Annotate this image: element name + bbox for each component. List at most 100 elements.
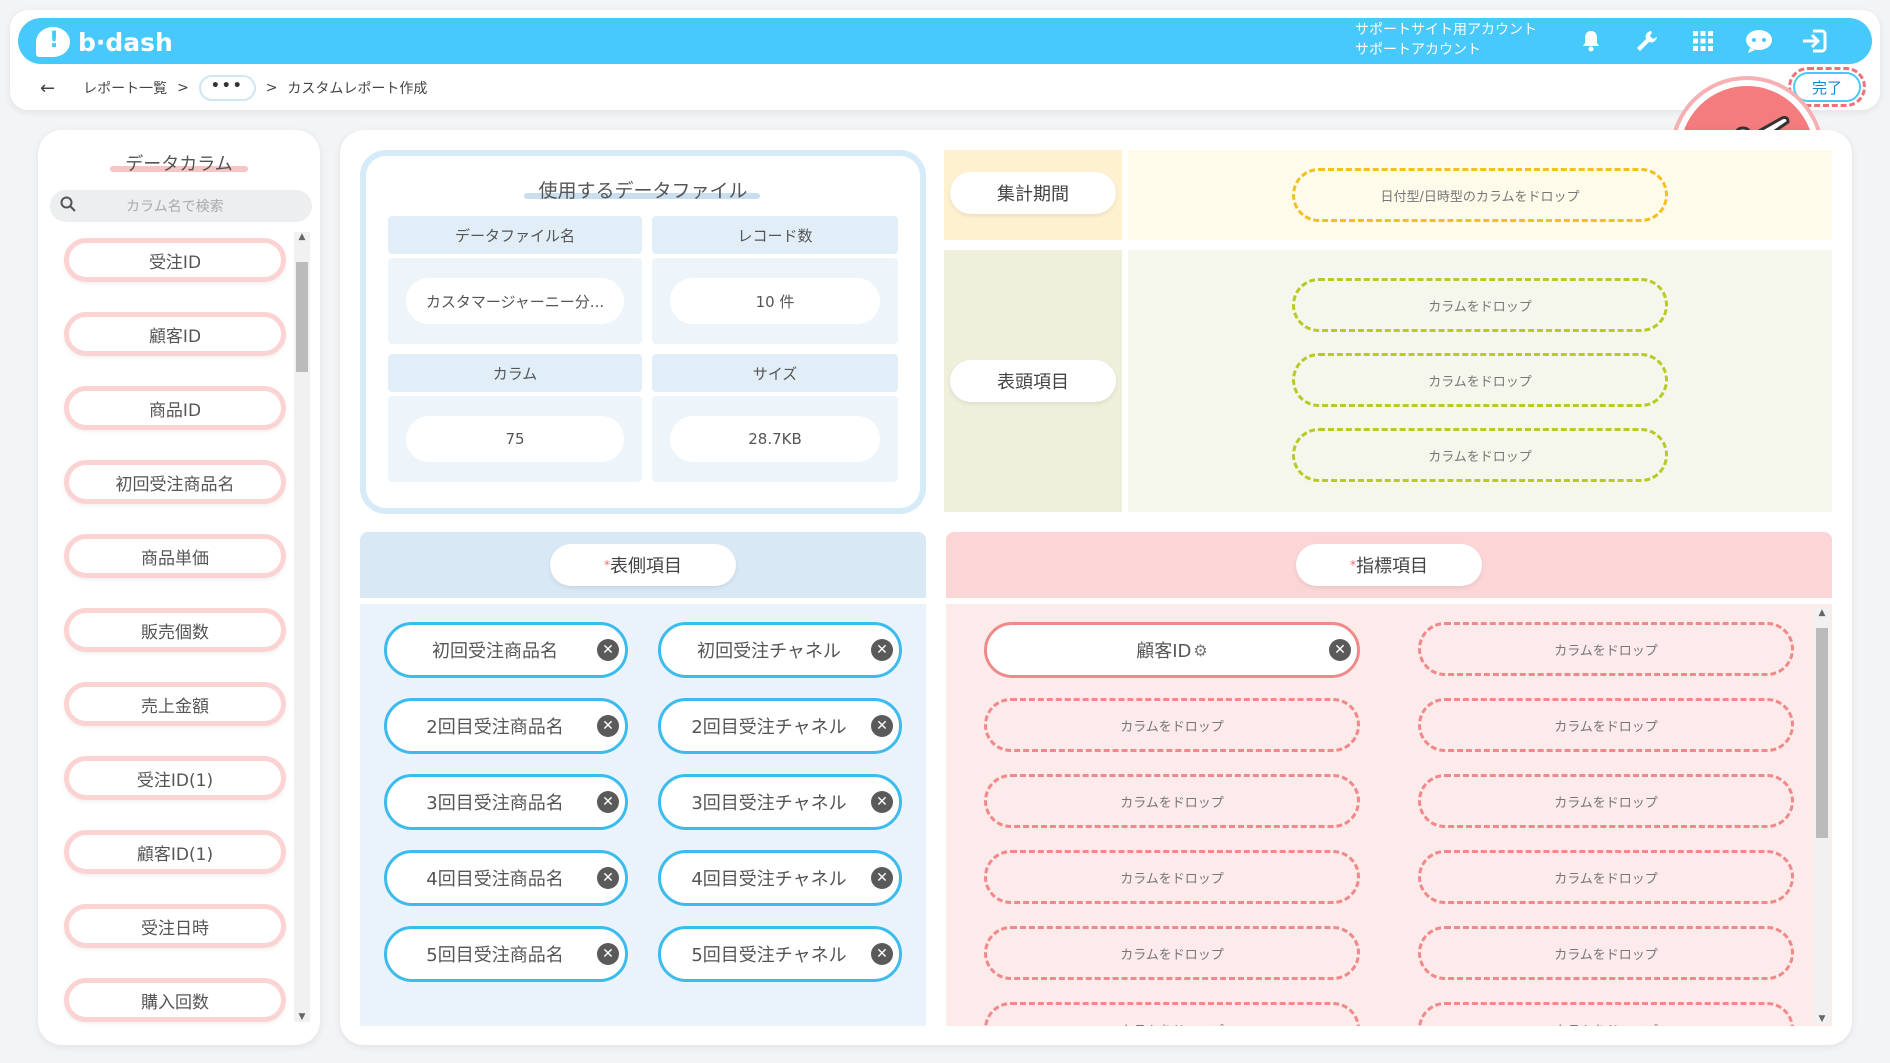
row-field-text: 4回目受注商品名: [426, 869, 564, 890]
account-info[interactable]: サポートサイト用アカウント サポートアカウント: [1355, 20, 1537, 60]
metric-drop-zone[interactable]: カラムをドロップ: [1418, 1002, 1794, 1026]
column-item[interactable]: 商品ID: [64, 386, 286, 430]
required-mark: *: [1350, 558, 1356, 572]
remove-icon[interactable]: ✕: [597, 639, 619, 661]
search-icon: [50, 196, 86, 216]
period-label: 集計期間: [950, 172, 1116, 214]
metric-drop-zone[interactable]: カラムをドロップ: [1418, 622, 1794, 676]
logo-text: b·dash: [78, 27, 173, 57]
record-count-value: 10 件: [670, 278, 880, 324]
metric-drop-zone[interactable]: カラムをドロップ: [1418, 850, 1794, 904]
row-field-text: 5回目受注商品名: [426, 945, 564, 966]
logo[interactable]: b·dash: [36, 22, 173, 62]
row-field[interactable]: 4回目受注チャネル✕: [658, 850, 902, 906]
header-items-label: 表頭項目: [950, 360, 1116, 402]
row-field[interactable]: 2回目受注チャネル✕: [658, 698, 902, 754]
row-field[interactable]: 3回目受注商品名 ✕: [384, 774, 628, 830]
scrollbar-thumb[interactable]: [1816, 628, 1828, 838]
breadcrumb: ← レポート一覧 > ••• > カスタムレポート作成: [40, 75, 428, 101]
column-item[interactable]: 商品単価: [64, 534, 286, 578]
column-count-label: カラム: [388, 354, 642, 392]
remove-icon[interactable]: ✕: [871, 791, 893, 813]
row-field-text: 5回目受注チャネル: [691, 945, 847, 966]
row-field-text: 2回目受注商品名: [426, 717, 564, 738]
remove-icon[interactable]: ✕: [597, 791, 619, 813]
title-underline: [110, 166, 248, 172]
scrollbar-thumb[interactable]: [296, 262, 308, 372]
logout-icon[interactable]: [1798, 24, 1832, 58]
remove-icon[interactable]: ✕: [871, 639, 893, 661]
remove-icon[interactable]: ✕: [1329, 639, 1351, 661]
row-field[interactable]: 初回受注商品名 ✕: [384, 622, 628, 678]
back-arrow-icon[interactable]: ←: [40, 77, 56, 99]
row-field[interactable]: 5回目受注商品名 ✕: [384, 926, 628, 982]
data-column-title: データカラム: [125, 154, 233, 175]
breadcrumb-separator: >: [177, 80, 189, 96]
data-file-title: 使用するデータファイル: [538, 180, 748, 202]
title-underline: [524, 193, 760, 199]
remove-icon[interactable]: ✕: [597, 943, 619, 965]
remove-icon[interactable]: ✕: [871, 943, 893, 965]
column-item[interactable]: 受注ID(1): [64, 756, 286, 800]
breadcrumb-separator: >: [265, 80, 278, 96]
scroll-up-icon[interactable]: ▲: [1818, 608, 1826, 618]
metric-drop-zone[interactable]: カラムをドロップ: [984, 1002, 1360, 1026]
grid-icon[interactable]: [1686, 24, 1720, 58]
file-size-value: 28.7KB: [670, 416, 880, 462]
column-item[interactable]: 受注ID: [64, 238, 286, 282]
header-drop-zone[interactable]: カラムをドロップ: [1292, 428, 1668, 482]
metric-drop-zone[interactable]: カラムをドロップ: [1418, 926, 1794, 980]
metric-items-label: * 指標項目: [1296, 544, 1482, 586]
done-button[interactable]: 完了: [1788, 67, 1866, 107]
header-drop-zone[interactable]: カラムをドロップ: [1292, 278, 1668, 332]
column-item[interactable]: 顧客ID(1): [64, 830, 286, 874]
metric-list-scrollbar[interactable]: ▲ ▼: [1814, 608, 1830, 1024]
file-name-value: カスタマージャーニー分...: [406, 278, 624, 324]
metric-field-text: 顧客ID: [1136, 641, 1192, 662]
column-item[interactable]: 販売個数: [64, 608, 286, 652]
column-search-input[interactable]: カラム名で検索: [50, 190, 312, 222]
metric-drop-zone[interactable]: カラムをドロップ: [984, 774, 1360, 828]
header-items-drop-area: [1128, 250, 1832, 512]
metric-drop-zone[interactable]: カラムをドロップ: [984, 698, 1360, 752]
row-field[interactable]: 3回目受注チャネル✕: [658, 774, 902, 830]
scroll-down-icon[interactable]: ▼: [1818, 1014, 1826, 1024]
metric-drop-zone[interactable]: カラムをドロップ: [984, 850, 1360, 904]
header-drop-zone[interactable]: カラムをドロップ: [1292, 353, 1668, 407]
bell-icon[interactable]: [1574, 24, 1608, 58]
row-field-text: 初回受注商品名: [432, 641, 558, 662]
column-item[interactable]: 顧客ID: [64, 312, 286, 356]
breadcrumb-ellipsis-button[interactable]: •••: [198, 75, 256, 101]
wrench-icon[interactable]: [1630, 24, 1664, 58]
scroll-down-icon[interactable]: ▼: [298, 1012, 306, 1022]
metric-drop-zone[interactable]: カラムをドロップ: [984, 926, 1360, 980]
row-items-label-text: 表側項目: [610, 556, 682, 577]
metric-items-label-text: 指標項目: [1356, 556, 1428, 577]
chat-bot-icon[interactable]: [1742, 24, 1776, 58]
breadcrumb-report-list[interactable]: レポート一覧: [83, 81, 168, 97]
required-mark: *: [604, 558, 610, 572]
column-item[interactable]: 初回受注商品名: [64, 460, 286, 504]
period-drop-zone[interactable]: 日付型/日時型のカラムをドロップ: [1292, 168, 1668, 222]
metric-drop-zone[interactable]: カラムをドロップ: [1418, 774, 1794, 828]
row-field[interactable]: 5回目受注チャネル ✕: [658, 926, 902, 982]
breadcrumb-current: カスタムレポート作成: [287, 81, 428, 97]
gear-icon[interactable]: ⚙: [1193, 640, 1208, 660]
column-list-scrollbar[interactable]: ▲ ▼: [294, 232, 310, 1022]
column-item[interactable]: 受注日時: [64, 904, 286, 948]
remove-icon[interactable]: ✕: [597, 715, 619, 737]
remove-icon[interactable]: ✕: [597, 867, 619, 889]
metric-drop-zone[interactable]: カラムをドロップ: [1418, 698, 1794, 752]
column-item[interactable]: 売上金額: [64, 682, 286, 726]
row-field-text: 3回目受注商品名: [426, 793, 564, 814]
metric-field[interactable]: 顧客ID ⚙ ✕: [984, 622, 1360, 678]
scroll-up-icon[interactable]: ▲: [298, 232, 306, 242]
account-line2: サポートアカウント: [1355, 42, 1481, 58]
row-field[interactable]: 4回目受注商品名 ✕: [384, 850, 628, 906]
column-item[interactable]: 購入回数: [64, 978, 286, 1022]
file-size-label: サイズ: [652, 354, 898, 392]
row-field[interactable]: 初回受注チャネル✕: [658, 622, 902, 678]
remove-icon[interactable]: ✕: [871, 867, 893, 889]
row-field[interactable]: 2回目受注商品名 ✕: [384, 698, 628, 754]
remove-icon[interactable]: ✕: [871, 715, 893, 737]
